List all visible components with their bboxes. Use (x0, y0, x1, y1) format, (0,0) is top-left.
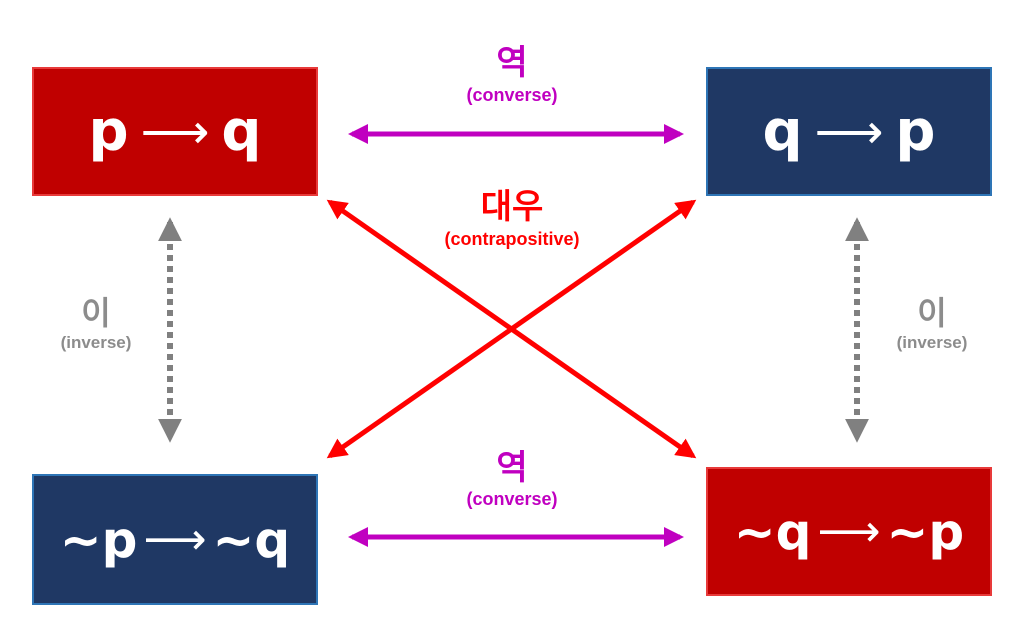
implies-arrow-icon: ⟶ (817, 506, 881, 557)
converse-label-top: 역 (converse) (440, 42, 584, 106)
implies-arrow-icon: ⟶ (814, 103, 884, 160)
converse-korean: 역 (496, 448, 528, 488)
inverse-korean: 이 (917, 294, 947, 332)
converse-label-bottom: 역 (converse) (440, 448, 584, 510)
consequent-text: p (895, 99, 936, 164)
consequent-text: ~p (886, 502, 965, 561)
contrapositive-english: (contrapositive) (444, 229, 580, 249)
inverse-english: (inverse) (60, 333, 132, 352)
contrapositive-korean: 대우 (480, 187, 544, 227)
proposition-box-not-p-implies-not-q: ~p ⟶ ~q (32, 474, 318, 605)
antecedent-text: q (762, 99, 803, 164)
converse-english: (converse) (466, 85, 558, 105)
antecedent-text: ~q (733, 502, 812, 561)
inverse-korean: 이 (81, 294, 111, 332)
proposition-box-q-implies-p: q ⟶ p (706, 67, 992, 196)
consequent-text: q (221, 99, 262, 164)
proposition-box-p-implies-q: p ⟶ q (32, 67, 318, 196)
implies-arrow-icon: ⟶ (140, 103, 210, 160)
converse-korean: 역 (496, 43, 528, 83)
antecedent-text: ~p (59, 510, 138, 569)
contrapositive-label: 대우 (contrapositive) (412, 186, 612, 250)
converse-english: (converse) (466, 489, 558, 509)
inverse-label-right: 이 (inverse) (872, 294, 992, 354)
proposition-box-not-q-implies-not-p: ~q ⟶ ~p (706, 467, 992, 596)
contrapositive-arrow-tr-bl (326, 199, 697, 459)
inverse-english: (inverse) (896, 333, 968, 352)
consequent-text: ~q (212, 510, 291, 569)
antecedent-text: p (88, 99, 129, 164)
implies-arrow-icon: ⟶ (143, 514, 207, 565)
inverse-label-left: 이 (inverse) (36, 294, 156, 354)
